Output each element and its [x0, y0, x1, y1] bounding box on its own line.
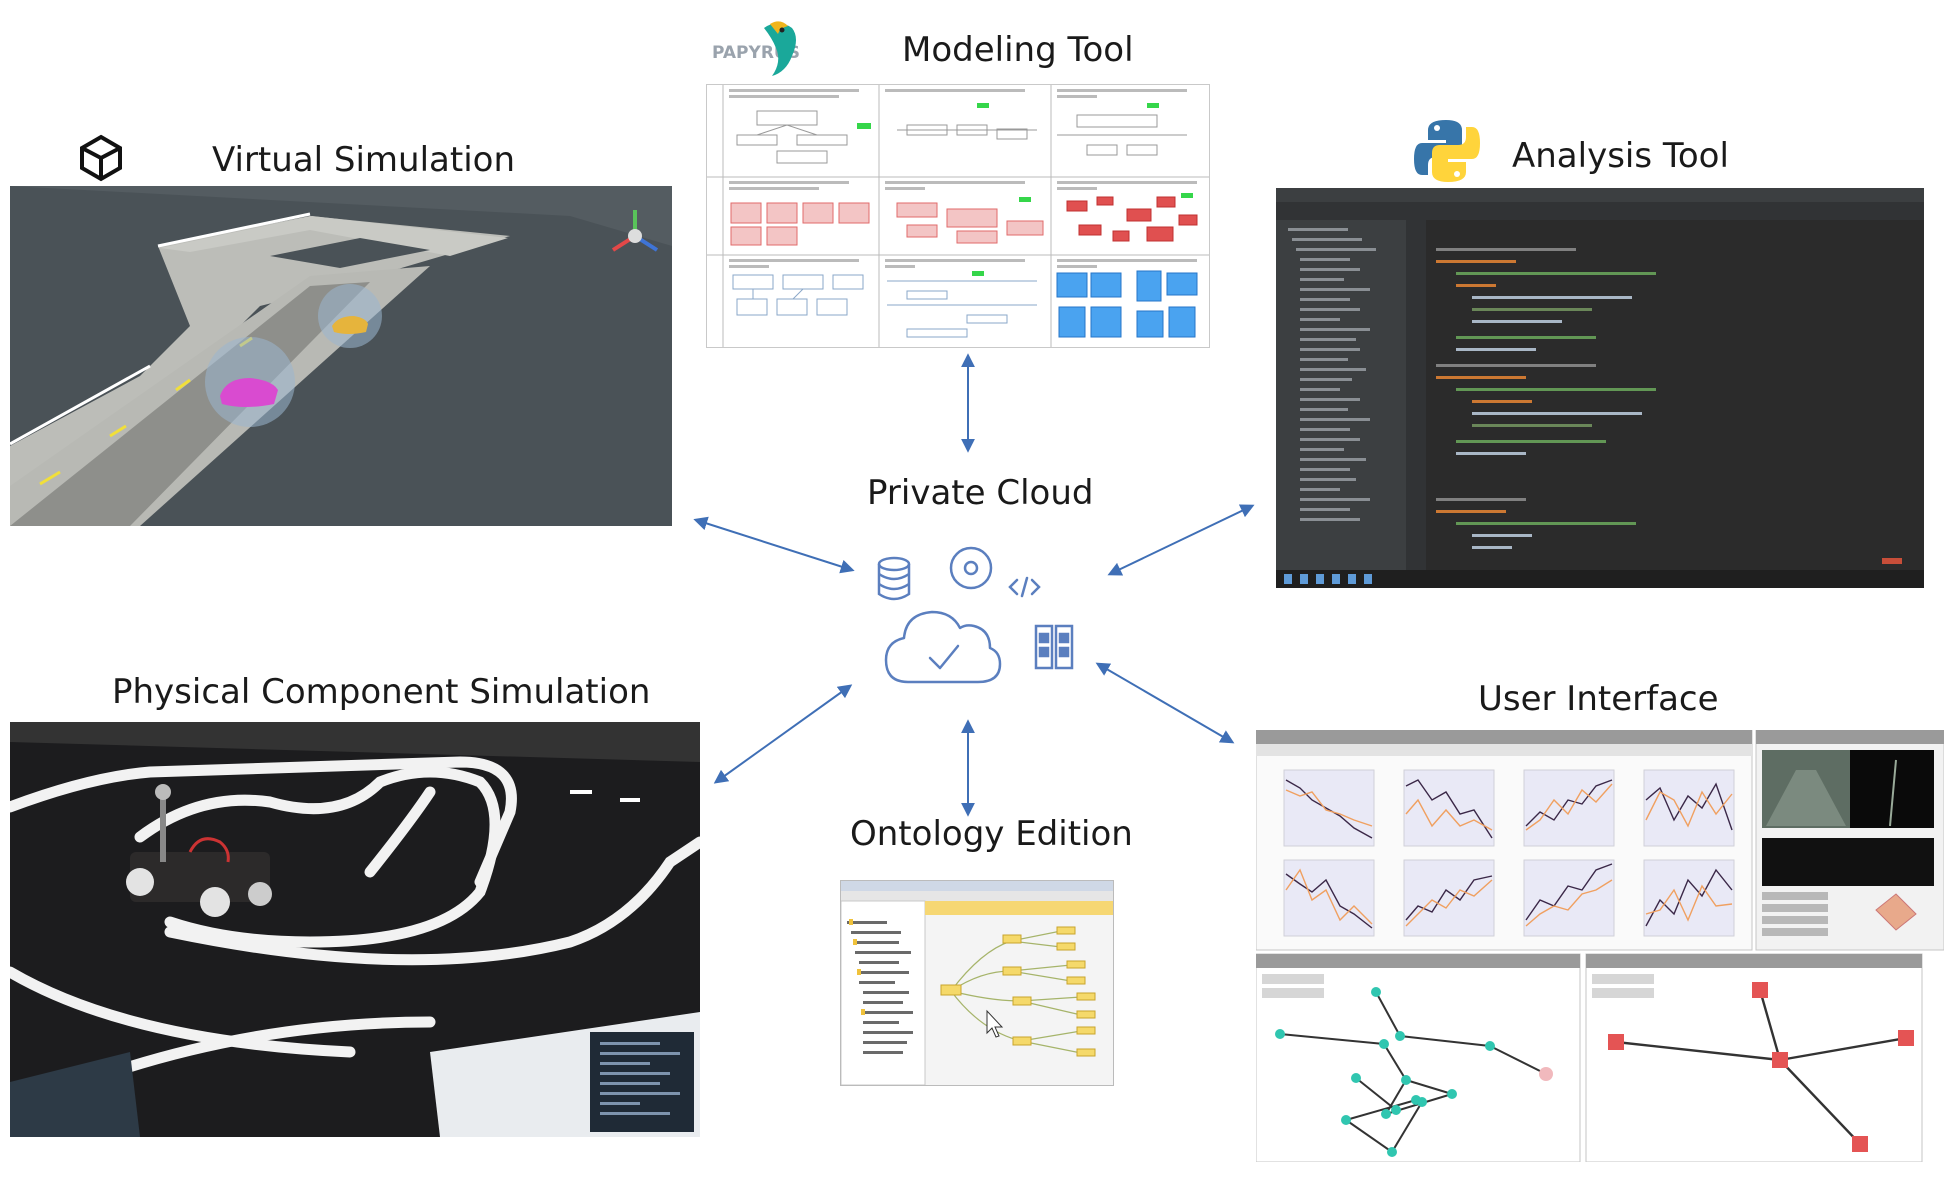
- private-cloud-icons: [860, 530, 1100, 700]
- arrow-virtual-cloud: [693, 516, 855, 574]
- requirements-grid: [707, 85, 1209, 347]
- ontology-edition-panel: [840, 880, 1114, 1086]
- analysis-tool-title: Analysis Tool: [1512, 136, 1729, 176]
- user-interface-panel: [1256, 730, 1944, 1162]
- cloud-check-icon: [884, 610, 1002, 684]
- arrow-physical-cloud: [713, 684, 853, 784]
- analysis-tool-panel: [1276, 188, 1924, 588]
- robot-car: [126, 784, 272, 917]
- virtual-simulation-title: Virtual Simulation: [212, 140, 516, 180]
- virtual-simulation-panel: [10, 186, 672, 526]
- arrow-analysis-cloud: [1107, 504, 1255, 576]
- user-interface-title: User Interface: [1478, 679, 1719, 719]
- code-icon: [1008, 576, 1041, 598]
- papyrus-logo: PAPYRUS: [708, 16, 804, 78]
- physical-component-simulation-title: Physical Component Simulation: [112, 672, 651, 712]
- server-icon: [1034, 624, 1074, 670]
- ontology-edition-title: Ontology Edition: [850, 814, 1133, 854]
- unity-logo: [78, 134, 124, 182]
- python-logo: [1414, 116, 1480, 186]
- disc-icon: [949, 546, 993, 590]
- modeling-tool-panel: [706, 84, 1210, 348]
- modeling-tool-title: Modeling Tool: [902, 30, 1134, 70]
- arrow-ui-cloud: [1095, 662, 1235, 744]
- private-cloud-title: Private Cloud: [867, 473, 1094, 513]
- physical-component-simulation-panel: [10, 722, 700, 1137]
- database-icon: [877, 556, 911, 601]
